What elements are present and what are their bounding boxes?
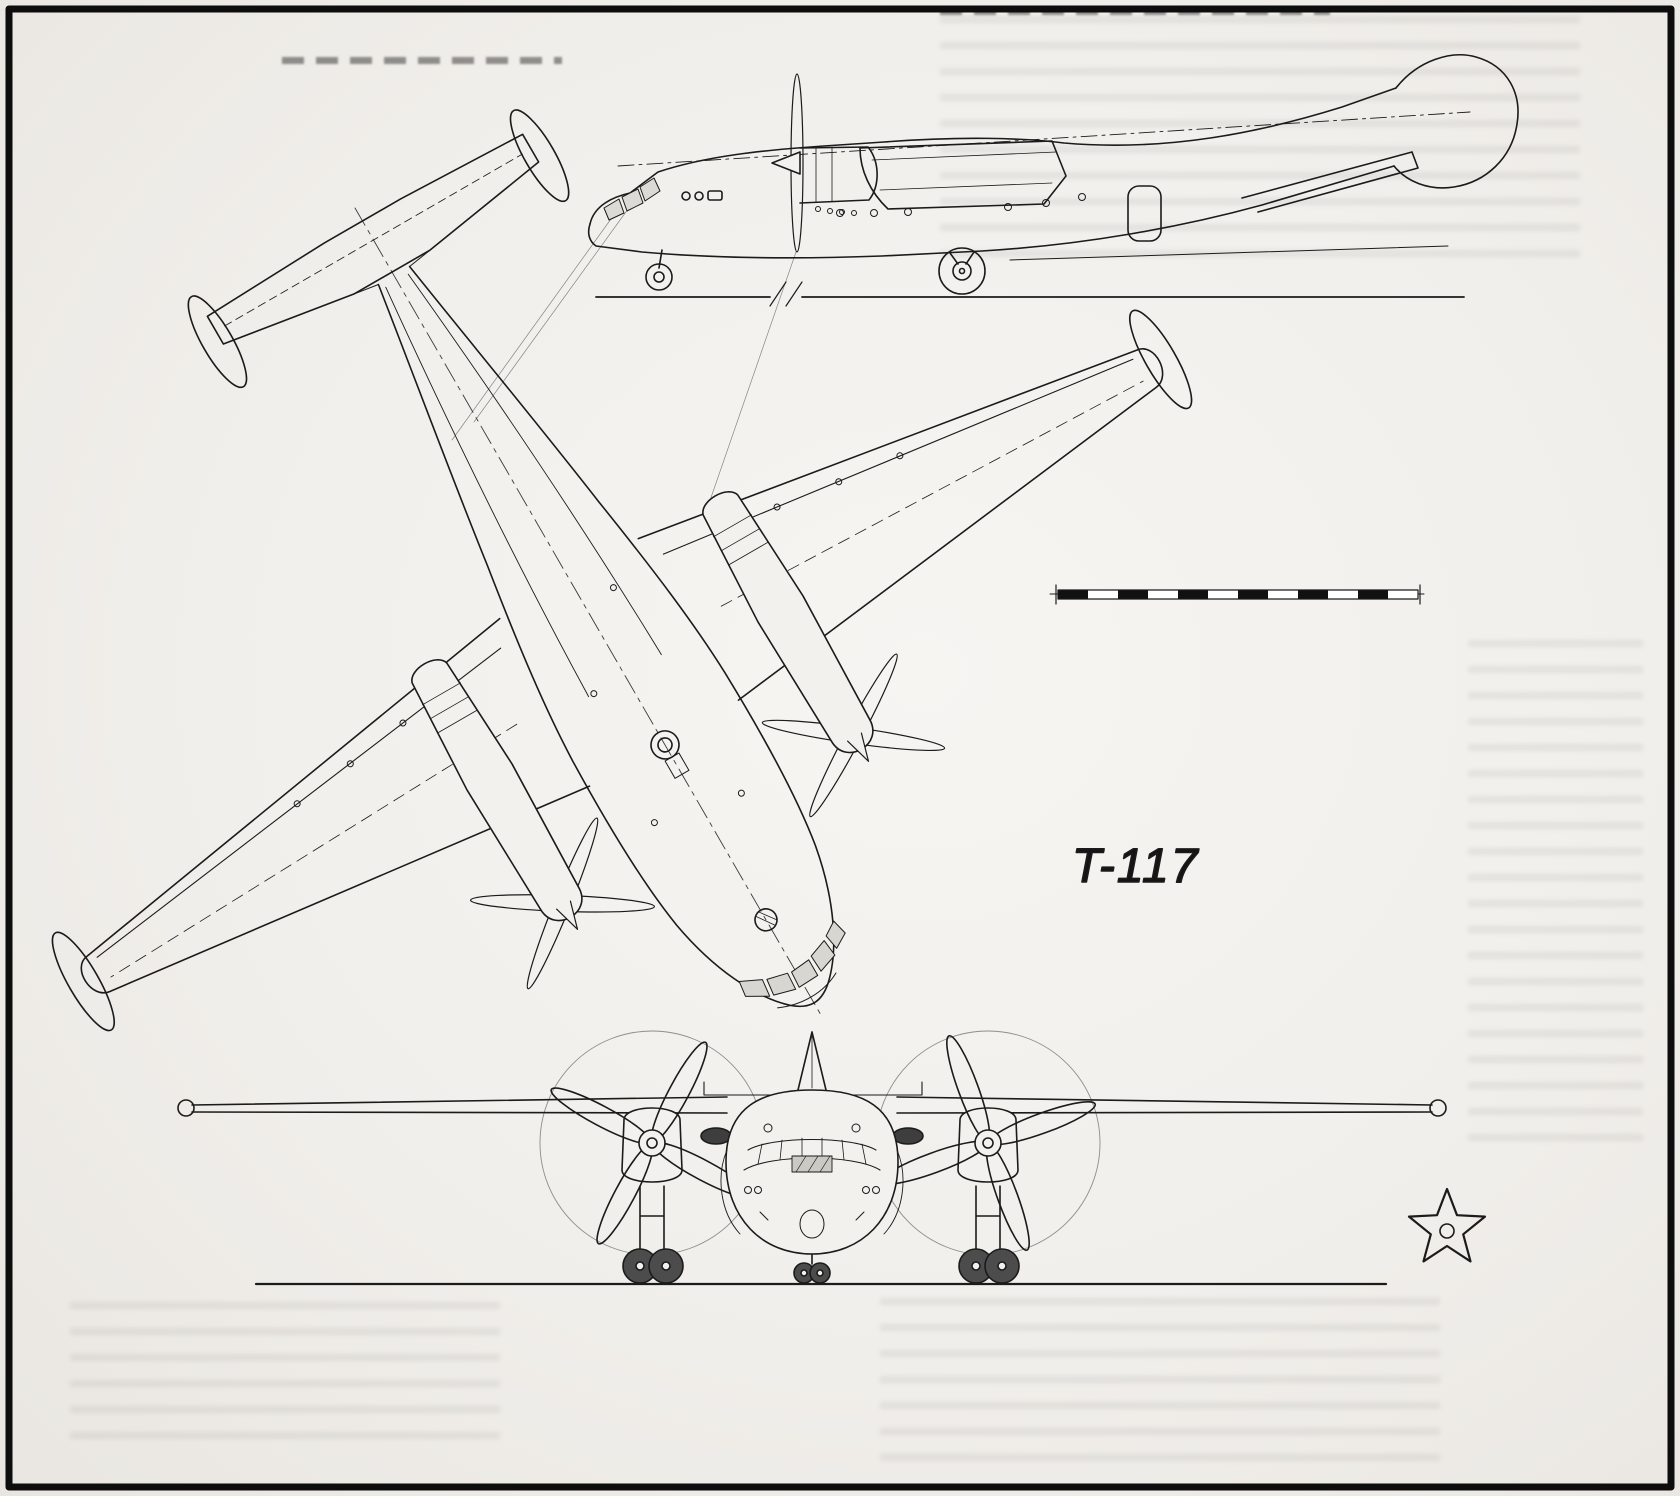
ventral-blister (754, 908, 778, 932)
scale-bar (1049, 584, 1425, 605)
tailplane-plan (187, 109, 570, 389)
dorsal-turret (650, 730, 690, 779)
plan-view (51, 109, 1193, 1032)
porthole (681, 191, 691, 201)
spinner (771, 151, 801, 175)
main-gear-side (938, 247, 986, 295)
side-view (451, 54, 1519, 513)
right-wing-plan (637, 309, 1193, 701)
aircraft-label: T-117 (1072, 840, 1200, 893)
fuselage-portholes (836, 193, 1086, 217)
main-gear-front-left (622, 1185, 684, 1284)
right-engine-plan (702, 491, 946, 818)
nose-cone (799, 1209, 825, 1239)
left-engine-plan (411, 659, 656, 990)
tailplane-side (1241, 151, 1419, 213)
cooler-pod-right (892, 1127, 924, 1145)
page-showthrough-right-column (1468, 640, 1643, 1160)
wing-front (177, 1096, 1447, 1117)
wingtip-pod-front-right (1429, 1099, 1447, 1117)
nose-gear-front (793, 1253, 831, 1284)
figure-border (5, 5, 1675, 1491)
fuselage-bottom (587, 165, 1395, 259)
propeller-front-right (879, 1034, 1097, 1252)
propeller-front-left (550, 1041, 754, 1245)
porthole (694, 191, 704, 201)
nose-gear-side (645, 249, 673, 291)
fuselage-front (720, 1089, 904, 1255)
exhaust-ports (815, 206, 857, 216)
empennage-front (703, 1031, 923, 1096)
nose-glazing-plan (738, 920, 846, 997)
page-showthrough-bottom-right (880, 1298, 1440, 1463)
endplate-fin-right (509, 109, 570, 203)
construction-lines (451, 197, 797, 513)
scan-smudge-top-left (282, 57, 562, 64)
cargo-door (1127, 185, 1162, 242)
front-view (177, 1030, 1447, 1286)
fuselage-plan (377, 265, 835, 1008)
spinner (555, 900, 579, 930)
tail-fin (1393, 54, 1519, 189)
nose-glazing (603, 177, 661, 221)
fuselage-top (589, 87, 1397, 225)
thrust-centerline (617, 111, 1471, 167)
cooler-pod-left (700, 1127, 732, 1145)
main-gear-front-right (958, 1185, 1020, 1284)
spinner (846, 732, 870, 762)
wingtip-pod-right (1129, 309, 1193, 410)
wingtip-pod-front-left (177, 1099, 195, 1117)
ground-line-side (595, 281, 1465, 307)
endplate-fin-left (187, 295, 248, 389)
wing-root-side (859, 140, 1067, 210)
page-showthrough-bottom-left (70, 1302, 500, 1452)
wingtip-pod-left (51, 931, 115, 1032)
star-icon (1407, 1187, 1487, 1263)
window (707, 190, 723, 201)
plan-centerline (354, 207, 821, 1014)
glazing-hatched-panel (791, 1155, 833, 1173)
